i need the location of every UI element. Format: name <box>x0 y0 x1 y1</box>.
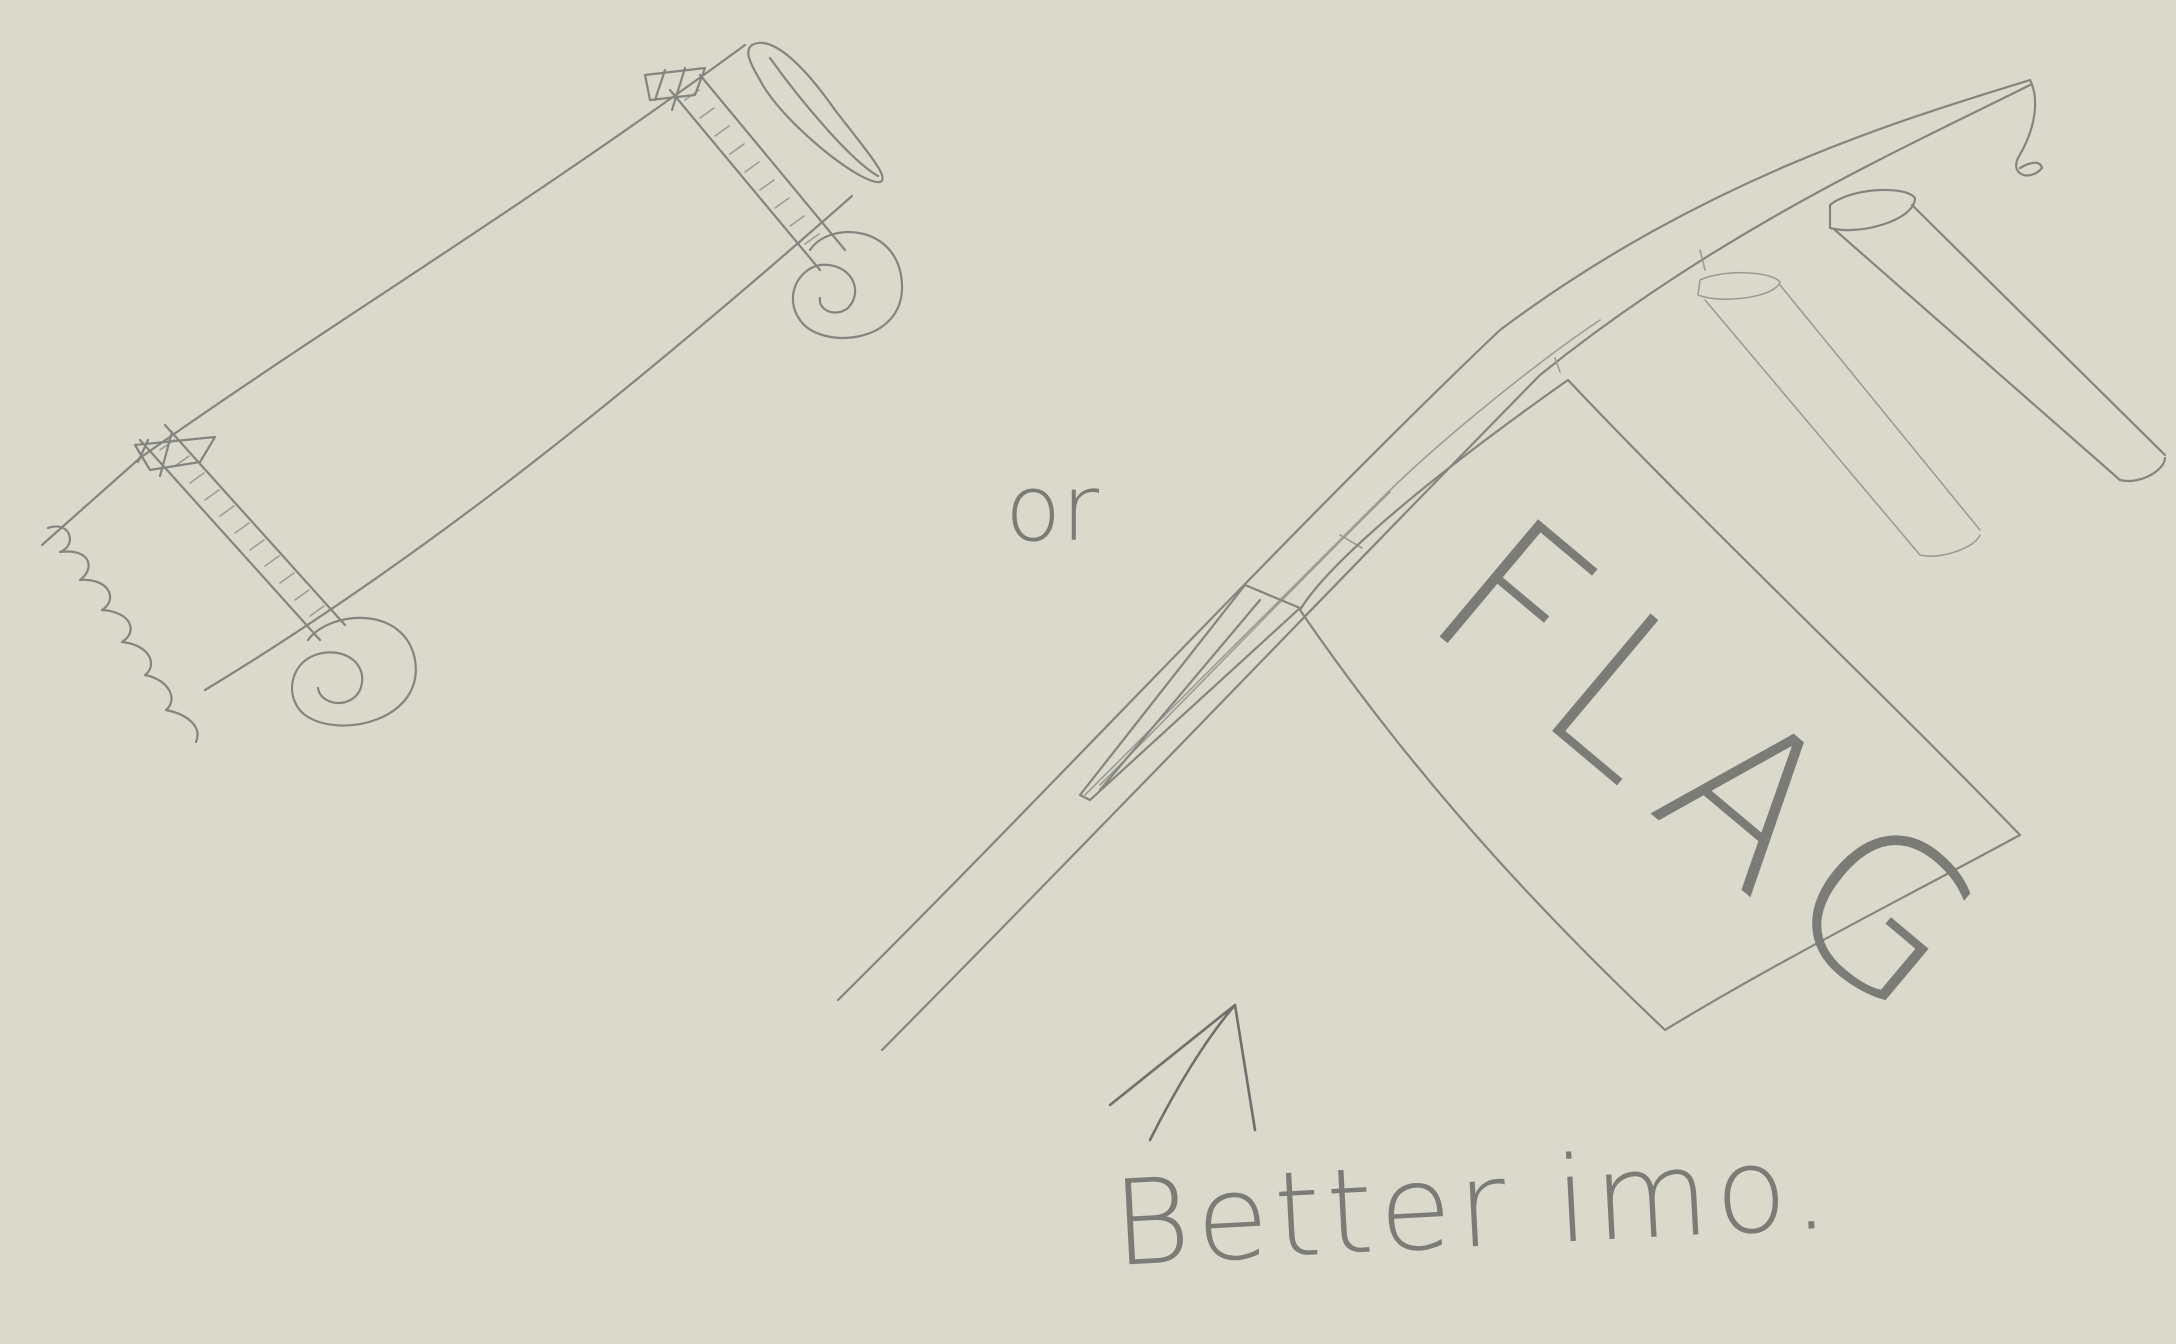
right-rod-cap <box>748 43 882 182</box>
right-rod-hatch <box>685 90 819 244</box>
hanging-tube-short <box>1698 273 1980 556</box>
arrow-icon <box>1110 1005 1255 1140</box>
left-rod-hatch <box>160 440 324 616</box>
flag-text: FLAG <box>1388 471 2043 1076</box>
banner-frayed-top <box>42 458 140 545</box>
flag-pole-tip <box>2016 80 2042 175</box>
left-rod <box>140 425 345 640</box>
flag-pole-sketch: FLAG <box>838 80 2165 1076</box>
banner-bottom-edge <box>205 196 852 690</box>
left-rod-loop <box>292 618 416 726</box>
hanging-tube-long <box>1830 190 2165 481</box>
right-rod-loop <box>793 232 902 338</box>
connector-text: or <box>1005 455 1099 562</box>
right-rod-bracket <box>645 68 705 110</box>
banner-top-edge <box>140 45 745 458</box>
rolled-banner-sketch <box>42 43 902 742</box>
banner-frayed-edge <box>48 526 198 742</box>
annotation-text: Better imo. <box>1109 1117 1838 1293</box>
